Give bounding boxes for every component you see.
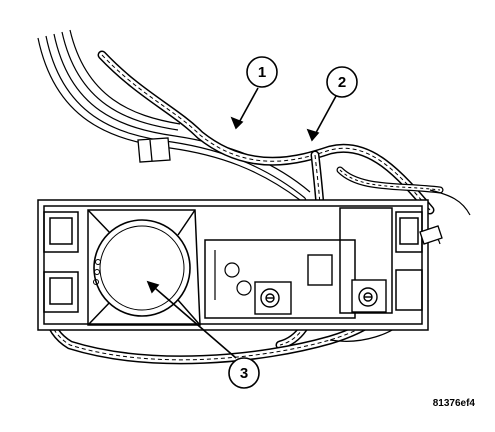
wire-sleeve bbox=[137, 137, 171, 163]
callout-1: 1 bbox=[246, 56, 278, 88]
figure-code: 81376ef4 bbox=[432, 398, 475, 409]
callout-2-label: 2 bbox=[338, 74, 346, 91]
callout-3-label: 3 bbox=[240, 365, 248, 382]
ground-terminal-left bbox=[254, 281, 292, 315]
leader-lines bbox=[146, 87, 337, 359]
callout-1-label: 1 bbox=[258, 64, 266, 81]
panel-details bbox=[214, 250, 252, 300]
connector-plug bbox=[419, 225, 443, 245]
harness-clip bbox=[307, 254, 333, 286]
ground-terminal-right bbox=[351, 279, 387, 313]
callout-2: 2 bbox=[326, 66, 358, 98]
speaker bbox=[93, 219, 191, 317]
callout-3: 3 bbox=[228, 357, 260, 389]
